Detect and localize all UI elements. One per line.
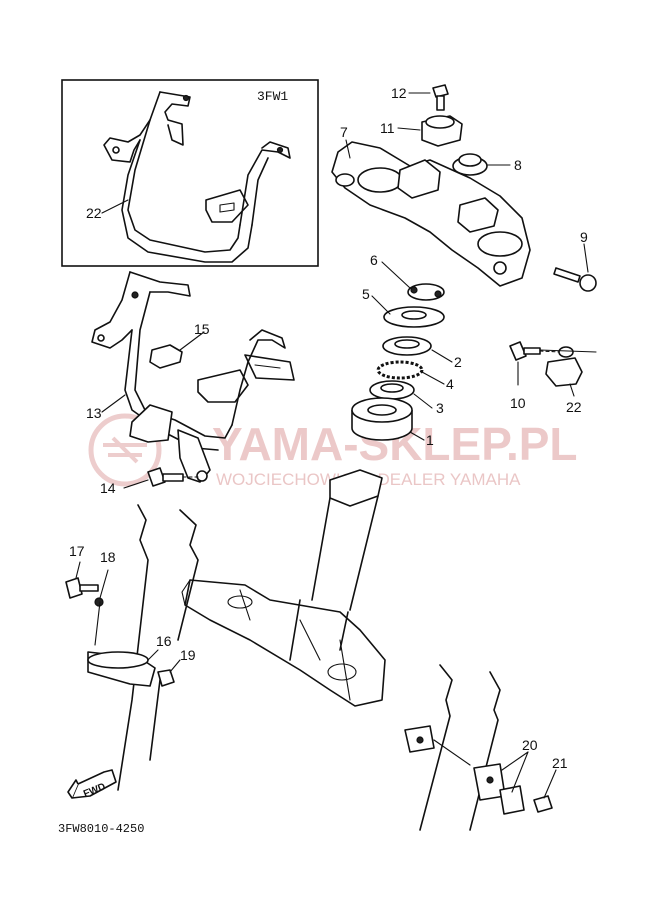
callout-18: 18: [100, 549, 116, 565]
callout-5: 5: [362, 286, 370, 302]
callout-10: 10: [510, 395, 526, 411]
bearing-stack: [351, 283, 445, 441]
leader-lines: [75, 92, 589, 799]
lower-bracket: [181, 469, 386, 707]
callouts: 12 11 7 8 9 6 5 2 4 3 1 10 22 15 14 17 1…: [69, 85, 588, 771]
headlight-bracket: [91, 271, 295, 483]
watermark-logo-icon: [88, 413, 162, 487]
callout-8: 8: [514, 157, 522, 173]
callout-21: 21: [552, 755, 568, 771]
callout-4: 4: [446, 376, 454, 392]
callout-20: 20: [522, 737, 538, 753]
callout-13b: 13: [86, 405, 102, 421]
callout-15: 15: [194, 321, 210, 337]
callout-2: 2: [454, 354, 462, 370]
callout-14: 14: [100, 480, 116, 496]
callout-16: 16: [156, 633, 172, 649]
callout-22: 22: [566, 399, 582, 415]
callout-19: 19: [180, 647, 196, 663]
callout-17: 17: [69, 543, 85, 559]
callout-9: 9: [580, 229, 588, 245]
callout-1: 1: [426, 432, 434, 448]
callout-11: 11: [380, 120, 395, 136]
bracket-13-inset: [103, 91, 291, 263]
small-parts: [65, 341, 597, 815]
inset-label: 3FW1: [257, 89, 288, 104]
fork-tubes: [117, 504, 501, 831]
diagram-code: 3FW8010-4250: [58, 822, 144, 836]
callout-6: 6: [370, 252, 378, 268]
callout-12: 12: [391, 85, 407, 101]
fwd-arrow: FWD: [67, 769, 117, 800]
callout-13a: 22: [86, 205, 102, 221]
callout-3: 3: [436, 400, 444, 416]
inset-box: 3FW1 22: [61, 79, 319, 267]
callout-7: 7: [340, 124, 348, 140]
upper-bracket: [331, 84, 597, 292]
